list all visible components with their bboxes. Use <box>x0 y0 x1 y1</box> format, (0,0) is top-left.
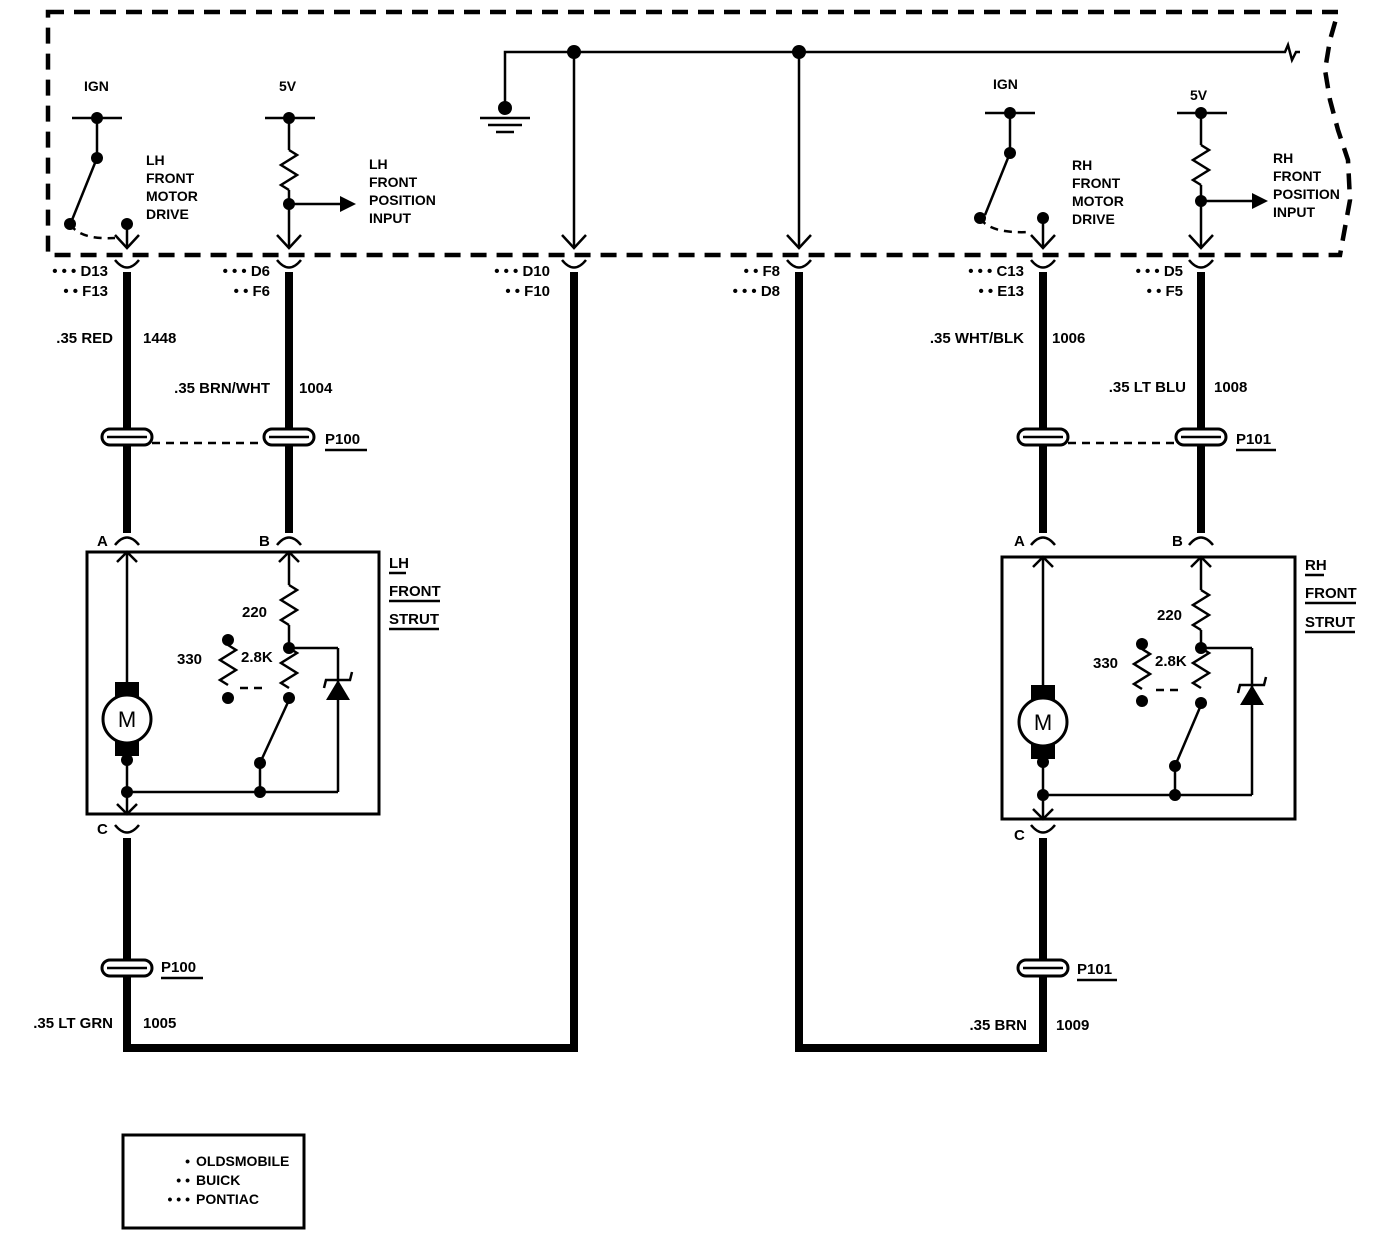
pin-f5: • • F5 <box>1147 283 1183 300</box>
control-module-border <box>45 9 1353 258</box>
pin-d13: • • • D13 <box>52 263 108 280</box>
lh-strut-labels: A B C LH FRONT STRUT 220 330 2.8K M <box>97 533 441 838</box>
rh-pin-a: A <box>1014 533 1025 550</box>
rh-5v-pullup <box>1177 107 1268 250</box>
lh-resistor-330: 330 <box>177 651 202 668</box>
lh-pin-a: A <box>97 533 108 550</box>
lh-motor-label: M <box>118 707 136 732</box>
lh-drive-line4: DRIVE <box>146 206 189 222</box>
module-connector-cups <box>114 259 1214 269</box>
lh-pin-c: C <box>97 821 108 838</box>
lh-5v-pullup <box>265 112 356 250</box>
lh-strut-title-2: FRONT <box>389 583 441 600</box>
legend-mark-3: • • • <box>168 1191 191 1207</box>
legend: • OLDSMOBILE • • BUICK • • • PONTIAC <box>168 1153 290 1207</box>
wire-1004-color: .35 BRN/WHT <box>174 380 270 397</box>
lh-front-strut <box>85 536 381 834</box>
wire-1005-color: .35 LT GRN <box>33 1015 113 1032</box>
module-labels: IGN 5V IGN 5V LH FRONT MOTOR DRIVE LH FR… <box>84 76 1340 227</box>
rh-pin-c: C <box>1014 827 1025 844</box>
pin-labels: • • • D13 • • F13 • • • D6 • • F6 • • • … <box>52 263 1183 300</box>
lh-pin-b: B <box>259 533 270 550</box>
ground-bus <box>480 41 1300 250</box>
wire-1008-number: 1008 <box>1214 379 1247 396</box>
lh-drive-line1: LH <box>146 152 165 168</box>
lh-strut-title-1: LH <box>389 555 409 572</box>
legend-oldsmobile: OLDSMOBILE <box>196 1153 289 1169</box>
rh-strut-title-1: RH <box>1305 557 1327 574</box>
lh-strut-title-3: STRUT <box>389 611 439 628</box>
rh-strut-title-3: STRUT <box>1305 614 1355 631</box>
wire-labels: .35 RED 1448 .35 BRN/WHT 1004 .35 WHT/BL… <box>33 330 1247 1034</box>
legend-mark-2: • • <box>176 1172 190 1188</box>
p100-bottom-label: P100 <box>161 959 196 976</box>
lh-position-line2: FRONT <box>369 174 418 190</box>
rh-drive-line1: RH <box>1072 157 1092 173</box>
rh-ign-switch <box>974 107 1056 250</box>
legend-pontiac: PONTIAC <box>196 1191 259 1207</box>
rh-ign-label: IGN <box>993 76 1018 92</box>
pin-d6: • • • D6 <box>223 263 270 280</box>
wire-1008-color: .35 LT BLU <box>1109 379 1186 396</box>
rh-drive-line2: FRONT <box>1072 175 1121 191</box>
lh-position-line4: INPUT <box>369 210 411 226</box>
wire-1448-color: .35 RED <box>56 330 113 347</box>
legend-box <box>121 1133 306 1230</box>
wire-1005-number: 1005 <box>143 1015 176 1032</box>
rh-position-line4: INPUT <box>1273 204 1315 220</box>
rh-drive-line3: MOTOR <box>1072 193 1124 209</box>
lh-ign-switch <box>64 112 140 250</box>
lh-5v-label: 5V <box>279 78 297 94</box>
pin-f13: • • F13 <box>63 283 108 300</box>
wire-1448-number: 1448 <box>143 330 176 347</box>
rh-position-line2: FRONT <box>1273 168 1322 184</box>
rh-drive-line4: DRIVE <box>1072 211 1115 227</box>
pin-f6: • • F6 <box>234 283 270 300</box>
rh-pin-b: B <box>1172 533 1183 550</box>
wire-1009-color: .35 BRN <box>969 1017 1027 1034</box>
lh-drive-line3: MOTOR <box>146 188 198 204</box>
pin-d10: • • • D10 <box>494 263 550 280</box>
pin-d5: • • • D5 <box>1136 263 1183 280</box>
wire-1009-number: 1009 <box>1056 1017 1089 1034</box>
lh-drive-line2: FRONT <box>146 170 195 186</box>
wire-1006-number: 1006 <box>1052 330 1085 347</box>
lh-position-line1: LH <box>369 156 388 172</box>
lh-ign-label: IGN <box>84 78 109 94</box>
rh-resistor-220: 220 <box>1157 607 1182 624</box>
rh-position-line3: POSITION <box>1273 186 1340 202</box>
lh-position-line3: POSITION <box>369 192 436 208</box>
p101-top-label: P101 <box>1236 431 1271 448</box>
inline-connectors <box>100 427 1228 978</box>
rh-strut-title-2: FRONT <box>1305 585 1357 602</box>
legend-mark-1: • <box>185 1153 190 1169</box>
p100-top-label: P100 <box>325 431 360 448</box>
pin-d8: • • • D8 <box>733 283 780 300</box>
pin-c13: • • • C13 <box>968 263 1024 280</box>
p101-bottom-label: P101 <box>1077 961 1112 978</box>
pin-f8: • • F8 <box>744 263 780 280</box>
rh-position-line1: RH <box>1273 150 1293 166</box>
rh-resistor-330: 330 <box>1093 655 1118 672</box>
wire-1004-number: 1004 <box>299 380 333 397</box>
legend-buick: BUICK <box>196 1172 240 1188</box>
rh-5v-label: 5V <box>1190 87 1208 103</box>
rh-front-strut <box>1000 536 1297 834</box>
rh-strut-labels: A B C RH FRONT STRUT 220 330 2.8K M <box>1014 533 1357 844</box>
connector-labels: P100 P101 P100 P101 <box>161 431 1276 982</box>
harness-wires <box>123 272 1205 1052</box>
pin-f10: • • F10 <box>505 283 550 300</box>
lh-resistor-2-8k: 2.8K <box>241 649 273 666</box>
rh-resistor-2-8k: 2.8K <box>1155 653 1187 670</box>
rh-motor-label: M <box>1034 710 1052 735</box>
wire-1006-color: .35 WHT/BLK <box>930 330 1024 347</box>
lh-resistor-220: 220 <box>242 604 267 621</box>
pin-e13: • • E13 <box>978 283 1024 300</box>
